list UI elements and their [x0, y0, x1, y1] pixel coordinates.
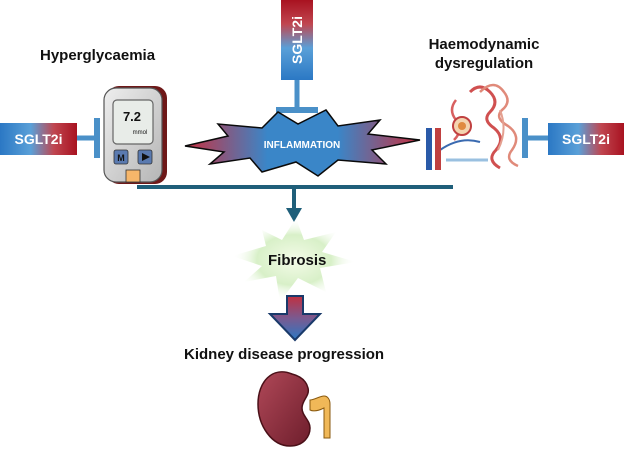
kidney-icon — [257, 371, 331, 447]
haemodynamic-label: Haemodynamic dysregulation — [420, 35, 548, 73]
inhibitor-top — [276, 80, 318, 113]
glucometer-icon: 7.2 mmol M — [103, 86, 167, 184]
inhibitor-left — [77, 118, 100, 158]
inflammation-label: INFLAMMATION — [264, 140, 340, 151]
sglt2i-top-badge: SGLT2i — [281, 0, 313, 80]
hyperglycaemia-label: Hyperglycaemia — [40, 47, 156, 64]
inflammation-burst — [184, 109, 421, 177]
haemodynamic-line-1: Haemodynamic — [428, 36, 540, 53]
kidney-disease-label: Kidney disease progression — [184, 346, 385, 363]
progression-arrow — [267, 295, 323, 342]
sglt2i-top-text: SGLT2i — [289, 16, 305, 64]
fibrosis-label: Fibrosis — [268, 252, 327, 269]
glucometer-button-m: M — [117, 153, 125, 163]
sglt2i-right-text: SGLT2i — [562, 131, 610, 147]
inhibitor-right — [522, 118, 548, 158]
sglt2i-left-text: SGLT2i — [14, 131, 63, 147]
glucometer-reading: 7.2 — [123, 109, 141, 124]
sglt2i-right-badge: SGLT2i — [548, 123, 624, 155]
nephron-icon — [426, 83, 519, 170]
fibrosis-burst — [232, 218, 356, 302]
stem-arrowhead — [286, 208, 302, 222]
sglt2i-left-badge: SGLT2i — [0, 123, 77, 155]
haemodynamic-line-2: dysregulation — [434, 55, 534, 72]
glucometer-unit: mmol — [133, 130, 148, 136]
